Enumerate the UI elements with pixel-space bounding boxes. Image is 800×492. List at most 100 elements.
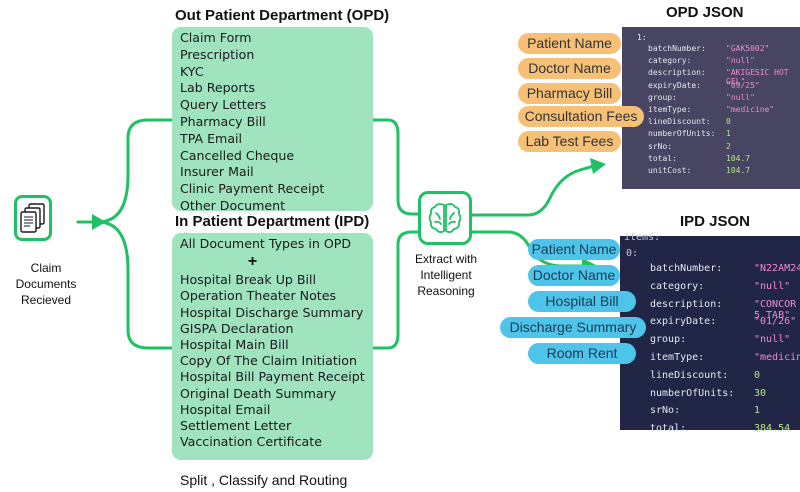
json-index: 0: [626,248,639,259]
opd-document-item: Lab Reports [180,80,256,96]
json-value: "CONCOR 5 TAB" [754,298,797,321]
json-value: "null" [754,334,791,346]
opd-document-item: Clinic Payment Receipt [180,181,325,197]
opd-document-item: Query Letters [180,97,267,113]
ipd-json-panel: items: 0: batchNumber: "N22AM240" category… [620,232,800,434]
json-value: 0 [726,117,731,127]
json-value: "AKIGESIC HOT GEL" [726,68,789,87]
claim-arrowhead [92,214,106,230]
json-value: 104.7 [726,153,751,163]
opd-document-item: Claim Form [180,30,252,45]
ipd-document-item: Hospital Main Bill [180,337,289,353]
json-key: numberOfUnits: [648,129,716,139]
json-key: group: [648,92,677,102]
opd-json-arrowhead [590,158,606,174]
json-key: unitCost: [648,166,692,175]
json-header: items: [624,232,661,243]
opd-document-item: KYC [180,63,204,79]
json-key: category: [648,56,692,66]
ipd-document-item: Copy Of The Claim Initiation [180,353,357,369]
json-key: total: [650,423,687,435]
brain-icon [418,191,472,245]
ipd-document-item: Vaccination Certificate [180,434,322,450]
json-key: srNo: [650,405,681,417]
json-value: "09/25" [726,80,760,90]
ipd-json-pill: Room Rent [528,343,636,364]
json-value: 1 [754,405,761,417]
json-key: batchNumber: [650,263,723,274]
ipd-document-item: Original Death Summary [180,385,337,401]
json-value: "null" [726,56,755,66]
json-key: group: [650,334,687,346]
opd-json-pill: Doctor Name [518,58,621,79]
opd-document-item: Cancelled Cheque [180,147,295,163]
ipd-document-item: Operation Theater Notes [180,288,337,304]
plus-sign: + [247,253,258,271]
opd-json-pill: Consultation Fees [518,106,644,127]
json-value: 384.54 [754,423,791,435]
opd-document-item: Insurer Mail [180,164,254,180]
ipd-json-pill: Doctor Name [528,265,620,286]
json-key: srNo: [648,141,673,151]
opd-json-pill: Patient Name [518,33,621,54]
json-key: numberOfUnits: [650,387,735,399]
json-value: "01/26" [754,316,797,328]
json-value: 30 [754,387,767,399]
json-value: "N22AM240" [754,263,800,274]
json-key: description: [650,298,723,310]
opd-title: Out Patient Department (OPD) [175,7,390,24]
json-key: description: [648,68,706,78]
json-key: expiryDate: [650,316,717,328]
opd-document-item: Other Document [180,197,286,213]
json-value: "null" [726,92,755,102]
json-header: 1: [637,33,647,42]
ipd-document-list: All Document Types in OPD + Hospital Bre… [172,233,373,460]
opd-document-list: Claim Form Prescription KYC Lab Reports … [172,27,373,213]
ipd-json-pill: Hospital Bill [528,291,636,312]
opd-document-item: TPA Email [180,130,243,146]
ipd-document-item: Settlement Letter [180,418,292,434]
json-value: 2 [726,141,731,151]
json-value: "null" [754,280,791,292]
ipd-json-pill: Patient Name [528,239,620,260]
json-key: itemType: [648,105,692,114]
opd-document-item: Pharmacy Bill [180,113,266,129]
json-value: "medicine" [726,105,775,114]
json-value: 104.7 [726,166,751,175]
split-to-opd-connector [96,118,212,224]
json-value: "medicine" [754,352,800,363]
ipd-document-item: Hospital Email [180,401,271,417]
ipd-json-pill: Discharge Summary [500,317,646,338]
json-key: category: [650,280,705,292]
ipd-inherited-documents: All Document Types in OPD [180,236,352,251]
ipd-to-process-connector [370,230,420,350]
claim-documents-caption: Claim Documents Recieved [15,261,77,307]
split-to-ipd-connector [96,220,180,350]
opd-json-pill: Pharmacy Bill [518,83,621,104]
json-key: itemType: [650,352,705,363]
json-key: total: [648,153,677,163]
opd-json-panel: 1: batchNumber: "GAK5002" category: "null" d… [622,27,800,189]
process-to-opd-json-connector [470,164,596,217]
process-caption: Extract with Intelligent Reasoning [414,252,477,298]
ipd-document-item: Hospital Discharge Summary [180,304,364,320]
ipd-document-item: Hospital Break Up Bill [180,272,317,288]
opd-json-pill: Lab Test Fees [518,131,621,152]
json-key: lineDiscount: [650,369,729,381]
claim-documents-icon [14,195,52,241]
json-value: 1 [726,129,731,139]
opd-document-item: Prescription [180,46,255,62]
json-value: "GAK5002" [726,44,770,53]
opd-to-process-connector [364,118,420,216]
ipd-document-item: GISPA Declaration [180,320,294,336]
footer-label: Split , Classify and Routing [180,472,348,488]
json-key: expiryDate: [648,80,701,90]
json-key: lineDiscount: [648,117,711,127]
ipd-document-item: Hospital Bill Payment Receipt [180,369,365,385]
json-value: 0 [754,369,761,381]
ipd-json-title: IPD JSON [680,213,751,230]
opd-json-title: OPD JSON [666,4,744,21]
ipd-title: In Patient Department (IPD) [175,213,370,230]
json-key: batchNumber: [648,44,706,53]
